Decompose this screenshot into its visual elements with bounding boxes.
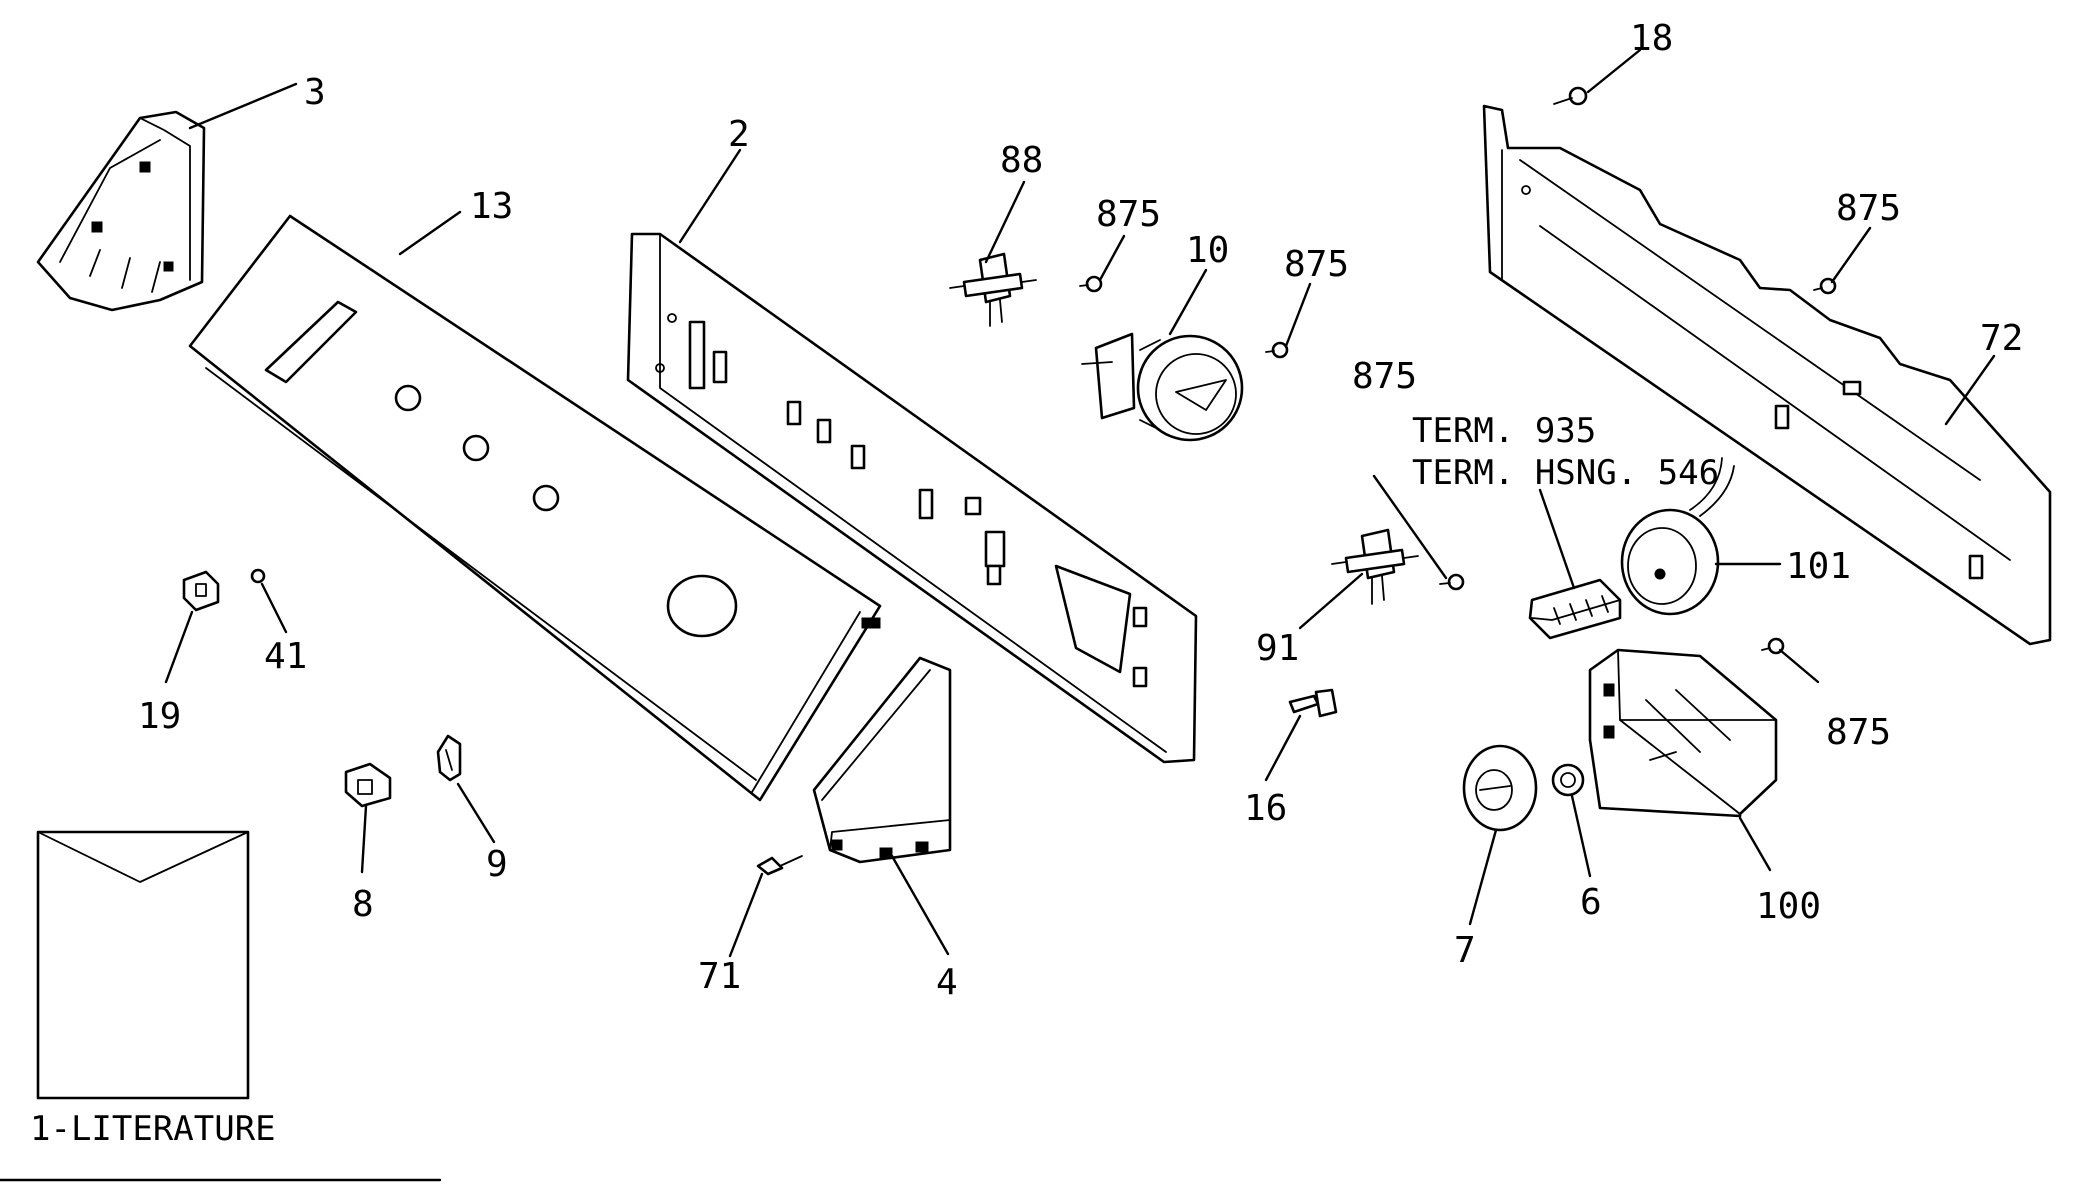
part-10-dial-switch: [1081, 332, 1244, 442]
part-6-nut: [1551, 763, 1585, 797]
part-4-right-end-cap: [812, 656, 952, 864]
callout-71: 71: [698, 956, 741, 997]
callout-9: 9: [486, 844, 508, 885]
callout-13: 13: [470, 186, 513, 227]
terminal-housing-label: TERM. HSNG. 546: [1412, 453, 1719, 493]
part-41-pin: [250, 568, 266, 584]
part-72-back-panel: [1482, 104, 2052, 646]
callout-10: 10: [1186, 230, 1229, 271]
part-18-screw: [1553, 86, 1588, 106]
part-terminal-block: [1528, 578, 1622, 640]
part-875-screw-b: [1265, 341, 1289, 359]
leader-lines: [164, 48, 1996, 958]
callout-875-d: 875: [1836, 188, 1901, 229]
part-19-knob-insert: [182, 570, 220, 612]
callout-7: 7: [1454, 930, 1476, 971]
callout-4: 4: [936, 962, 958, 1003]
callout-875-c: 875: [1352, 356, 1417, 397]
callout-19: 19: [138, 696, 181, 737]
part-91-switch: [1331, 528, 1419, 605]
part-13-console-panel: [188, 214, 882, 802]
callout-3: 3: [304, 72, 326, 113]
callout-88: 88: [1000, 140, 1043, 181]
part-875-screw-a: [1079, 275, 1103, 293]
part-3-left-end-cap: [36, 110, 206, 312]
callout-6: 6: [1580, 882, 1602, 923]
callout-2: 2: [728, 114, 750, 155]
part-16-knob: [1288, 688, 1338, 718]
callout-100: 100: [1756, 886, 1821, 927]
callout-16: 16: [1244, 788, 1287, 829]
callout-875-b: 875: [1284, 244, 1349, 285]
callout-72: 72: [1980, 318, 2023, 359]
callout-875-e: 875: [1826, 712, 1891, 753]
part-100-timer: [1588, 648, 1778, 818]
callout-8: 8: [352, 884, 374, 925]
part-8-knob: [344, 762, 392, 808]
literature-envelope-icon: [36, 830, 250, 1100]
callout-labels: 3 13 2 88 875 10 875 18 875 72 875 101 8…: [30, 18, 2023, 1149]
terminal-label: TERM. 935: [1412, 411, 1596, 451]
part-71-screw: [756, 855, 803, 876]
part-101-timer-motor: [1620, 457, 1735, 616]
part-9-clip: [436, 734, 462, 782]
part-7-timer-knob: [1462, 744, 1538, 832]
part-2-control-bracket: [626, 232, 1198, 764]
callout-91: 91: [1256, 628, 1299, 669]
callout-41: 41: [264, 636, 307, 677]
callout-875-a: 875: [1096, 194, 1161, 235]
literature-label: 1-LITERATURE: [30, 1109, 276, 1149]
part-875-screw-c: [1439, 573, 1465, 591]
part-88-switch: [949, 252, 1037, 327]
callout-18: 18: [1630, 18, 1673, 59]
callout-101: 101: [1786, 546, 1851, 587]
